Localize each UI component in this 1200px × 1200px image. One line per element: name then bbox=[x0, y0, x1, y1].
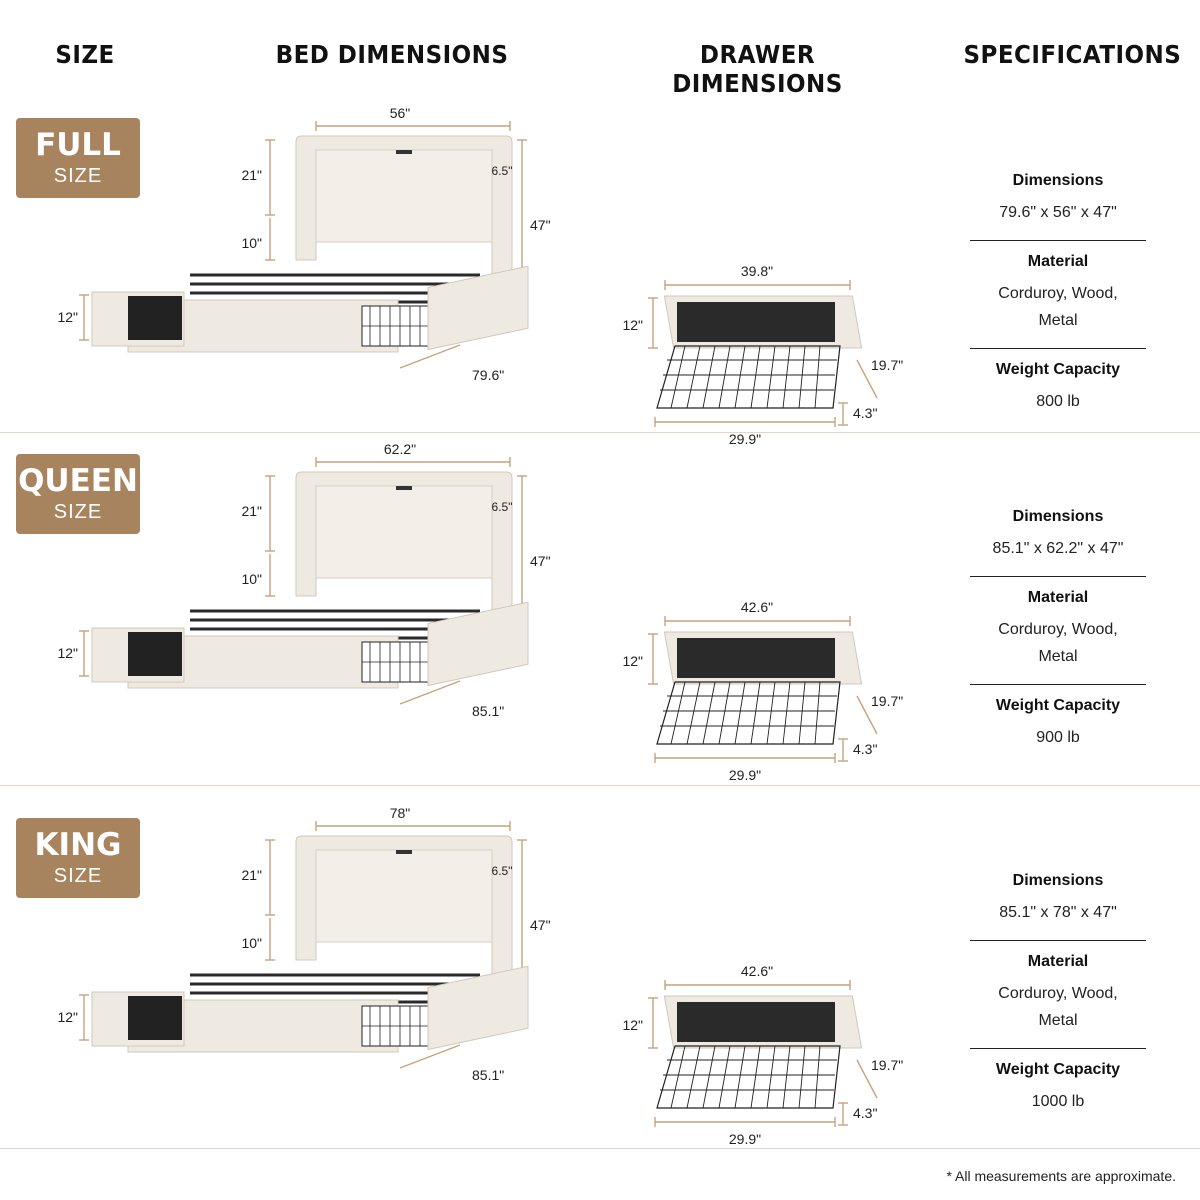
headboard-top-label: 21" bbox=[241, 867, 262, 883]
drawer-height-label: 12" bbox=[57, 645, 78, 661]
headboard-gap-label: 10" bbox=[241, 235, 262, 251]
size-badge-name: FULL bbox=[35, 127, 121, 163]
drawer-front-height-label: 12" bbox=[622, 1017, 643, 1033]
size-row: QUEEN SIZE bbox=[0, 436, 1200, 783]
material-title: Material bbox=[1027, 953, 1089, 970]
wing-width-label: 6.5" bbox=[492, 864, 513, 878]
size-row: KING SIZE bbox=[0, 800, 1200, 1147]
material-title: Material bbox=[1027, 589, 1089, 606]
bed-length-label: 85.1" bbox=[472, 703, 504, 719]
bed-height-label: 47" bbox=[530, 553, 551, 569]
weight-capacity-title: Weight Capacity bbox=[995, 1061, 1121, 1078]
bed-dimension-diagram: 56" 21" 10" 6.5" 47" 12" 79.6" bbox=[57, 105, 551, 383]
drawer-height-label: 12" bbox=[57, 309, 78, 325]
bed-dimension-diagram: 62.2" 21" 10" 6.5" 47" 12" 85.1" bbox=[57, 441, 551, 719]
dimensions-title: Dimensions bbox=[1012, 172, 1104, 189]
row-divider bbox=[0, 432, 1200, 433]
headboard-top-label: 21" bbox=[241, 167, 262, 183]
drawer-bottom-label: 29.9" bbox=[729, 767, 761, 783]
bed-height-label: 47" bbox=[530, 217, 551, 233]
bed-length-label: 85.1" bbox=[472, 1067, 504, 1083]
drawer-dimensions-header: DRAWER DIMENSIONS bbox=[672, 40, 843, 98]
specifications-panel: Dimensions 79.6" x 56" x 47" Material Co… bbox=[970, 160, 1146, 429]
bed-dimensions-header: BED DIMENSIONS bbox=[275, 40, 509, 69]
size-badge-label: SIZE bbox=[53, 165, 103, 187]
weight-capacity-title: Weight Capacity bbox=[995, 361, 1121, 378]
size-badge: FULL SIZE bbox=[16, 118, 140, 198]
size-badge-name: KING bbox=[34, 827, 122, 863]
dimensions-spec: Dimensions 85.1" x 78" x 47" bbox=[970, 860, 1146, 941]
drawer-bottom-label: 29.9" bbox=[729, 1131, 761, 1147]
row-divider bbox=[0, 785, 1200, 786]
headboard-gap-label: 10" bbox=[241, 935, 262, 951]
drawer-bottom-label: 29.9" bbox=[729, 431, 761, 447]
dimensions-value: 85.1" x 62.2" x 47" bbox=[992, 540, 1124, 557]
wing-width-label: 6.5" bbox=[492, 500, 513, 514]
weight-capacity-spec: Weight Capacity 1000 lb bbox=[970, 1049, 1146, 1129]
bed-dimension-diagram: 78" 21" 10" 6.5" 47" 12" 85.1" bbox=[57, 805, 551, 1083]
material-spec: Material Corduroy, Wood, Metal bbox=[970, 941, 1146, 1049]
dimensions-value: 79.6" x 56" x 47" bbox=[999, 204, 1117, 221]
drawer-dimension-diagram: 42.6" 12" 19.7" 4.3" 29.9" bbox=[622, 599, 903, 783]
material-value: Corduroy, Wood, Metal bbox=[998, 285, 1118, 329]
drawer-height-label: 12" bbox=[57, 1009, 78, 1025]
material-value: Corduroy, Wood, Metal bbox=[998, 621, 1118, 665]
bed-length-label: 79.6" bbox=[472, 367, 504, 383]
specifications-panel: Dimensions 85.1" x 62.2" x 47" Material … bbox=[970, 496, 1146, 765]
dimensions-title: Dimensions bbox=[1012, 872, 1104, 889]
size-column-header: SIZE bbox=[55, 40, 115, 69]
weight-capacity-title: Weight Capacity bbox=[995, 697, 1121, 714]
dimensions-spec: Dimensions 85.1" x 62.2" x 47" bbox=[970, 496, 1146, 577]
drawer-front-height-label: 12" bbox=[622, 317, 643, 333]
weight-capacity-value: 800 lb bbox=[1036, 393, 1080, 410]
drawer-front-height-label: 12" bbox=[622, 653, 643, 669]
basket-height-label: 4.3" bbox=[853, 741, 877, 757]
bed-width-label: 62.2" bbox=[384, 441, 416, 457]
weight-capacity-spec: Weight Capacity 800 lb bbox=[970, 349, 1146, 429]
measurement-footnote: * All measurements are approximate. bbox=[946, 1168, 1176, 1184]
basket-height-label: 4.3" bbox=[853, 1105, 877, 1121]
dimensions-spec: Dimensions 79.6" x 56" x 47" bbox=[970, 160, 1146, 241]
dimensions-title: Dimensions bbox=[1012, 508, 1104, 525]
material-spec: Material Corduroy, Wood, Metal bbox=[970, 577, 1146, 685]
material-spec: Material Corduroy, Wood, Metal bbox=[970, 241, 1146, 349]
drawer-dimension-diagram: 39.8" 12" 19.7" 4.3" 29.9" bbox=[622, 263, 903, 447]
specifications-header: SPECIFICATIONS bbox=[963, 40, 1182, 69]
size-badge-label: SIZE bbox=[53, 501, 103, 523]
material-value: Corduroy, Wood, Metal bbox=[998, 985, 1118, 1029]
weight-capacity-value: 900 lb bbox=[1036, 729, 1080, 746]
drawer-depth-label: 19.7" bbox=[871, 357, 903, 373]
headboard-gap-label: 10" bbox=[241, 571, 262, 587]
drawer-width-label: 42.6" bbox=[741, 599, 773, 615]
size-badge-label: SIZE bbox=[53, 865, 103, 887]
drawer-width-label: 42.6" bbox=[741, 963, 773, 979]
bed-width-label: 56" bbox=[390, 105, 411, 121]
size-badge: KING SIZE bbox=[16, 818, 140, 898]
row-divider bbox=[0, 1148, 1200, 1149]
drawer-dimension-diagram: 42.6" 12" 19.7" 4.3" 29.9" bbox=[622, 963, 903, 1147]
wing-width-label: 6.5" bbox=[492, 164, 513, 178]
size-badge-name: QUEEN bbox=[18, 463, 138, 499]
weight-capacity-spec: Weight Capacity 900 lb bbox=[970, 685, 1146, 765]
specifications-panel: Dimensions 85.1" x 78" x 47" Material Co… bbox=[970, 860, 1146, 1129]
basket-height-label: 4.3" bbox=[853, 405, 877, 421]
size-badge: QUEEN SIZE bbox=[16, 454, 140, 534]
drawer-depth-label: 19.7" bbox=[871, 693, 903, 709]
dimensions-value: 85.1" x 78" x 47" bbox=[999, 904, 1117, 921]
drawer-depth-label: 19.7" bbox=[871, 1057, 903, 1073]
bed-height-label: 47" bbox=[530, 917, 551, 933]
size-row: FULL SIZE bbox=[0, 100, 1200, 447]
headboard-top-label: 21" bbox=[241, 503, 262, 519]
weight-capacity-value: 1000 lb bbox=[1031, 1093, 1085, 1110]
bed-width-label: 78" bbox=[390, 805, 411, 821]
drawer-width-label: 39.8" bbox=[741, 263, 773, 279]
material-title: Material bbox=[1027, 253, 1089, 270]
